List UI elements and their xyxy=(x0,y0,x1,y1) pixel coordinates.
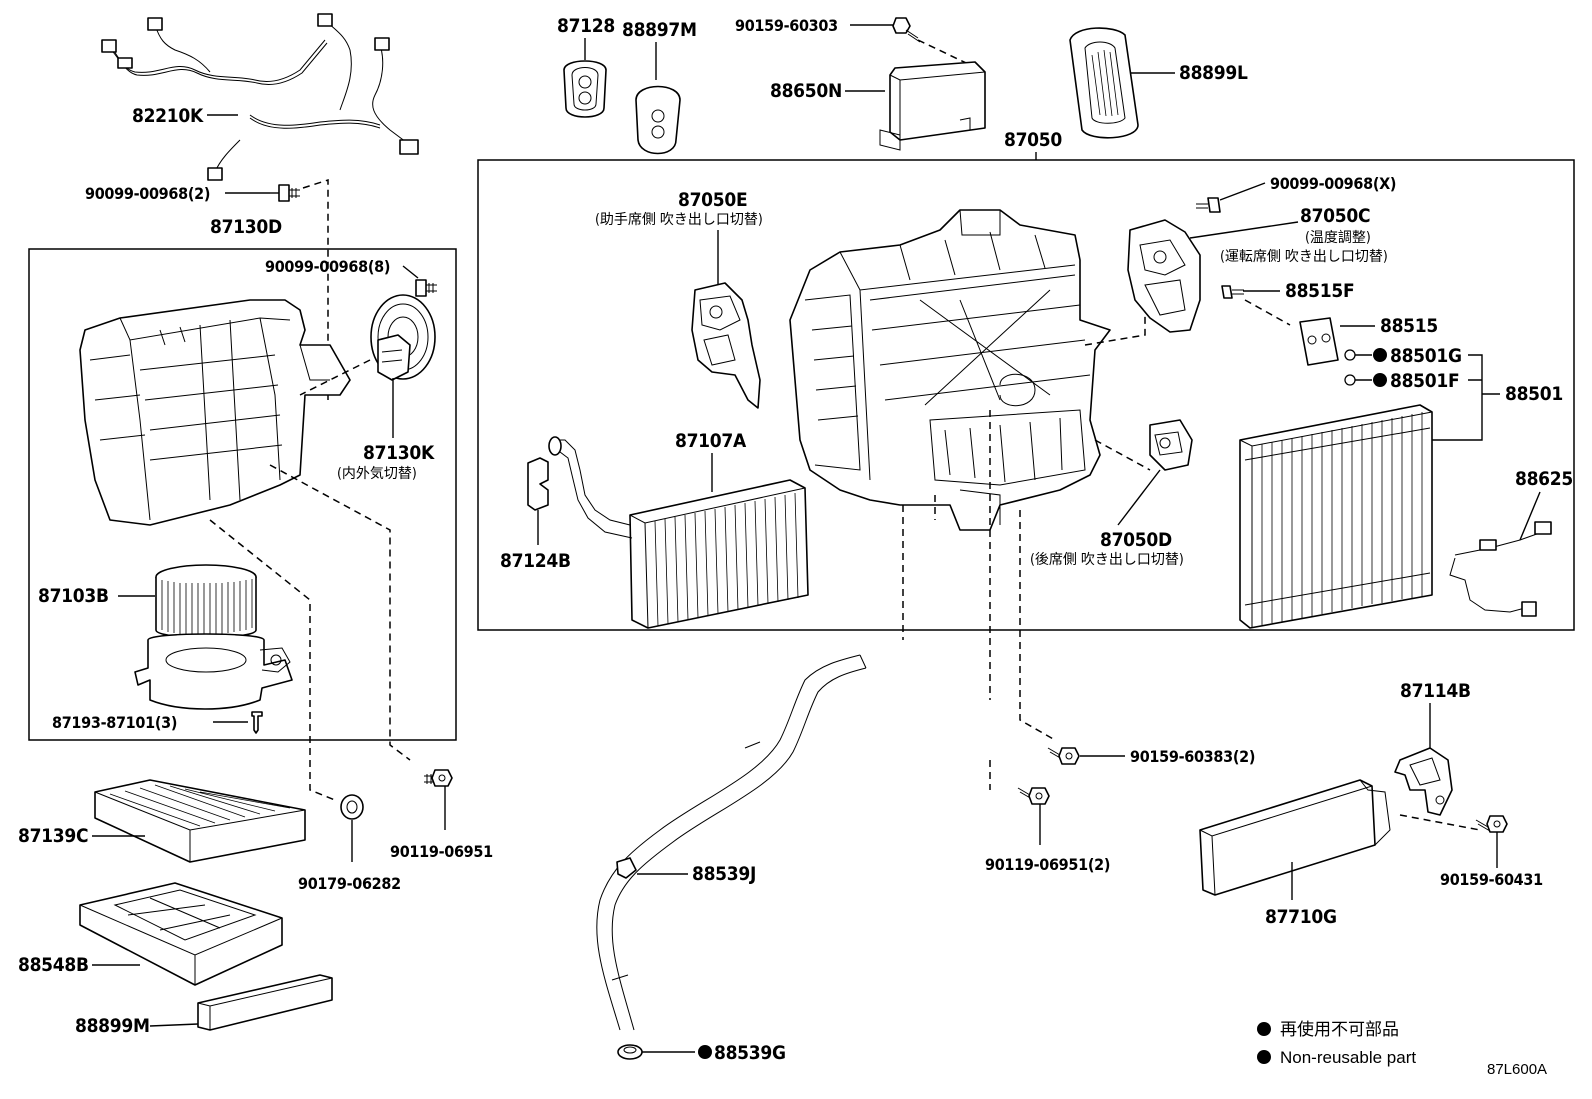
grommet-87128[interactable] xyxy=(563,60,607,118)
label-88515F: 88515F xyxy=(1285,280,1354,302)
label-88650N: 88650N xyxy=(770,80,842,102)
o-ring-88501F[interactable] xyxy=(1344,373,1387,387)
filter-cover-part[interactable] xyxy=(197,974,333,1031)
heater-87710G[interactable] xyxy=(1199,779,1391,896)
label-87050C-jp1: (温度調整) xyxy=(1305,230,1371,246)
label-88625: 88625 xyxy=(1515,468,1573,490)
screw-90099-00968-8[interactable] xyxy=(415,279,437,297)
servo-87050C[interactable] xyxy=(1127,219,1201,333)
label-90159-60303: 90159-60303 xyxy=(735,16,838,35)
label-90119-06951: 90119-06951 xyxy=(390,842,493,861)
screw-90159-60431[interactable] xyxy=(1475,815,1508,833)
legend-en: Non-reusable part xyxy=(1280,1048,1416,1067)
label-87139C: 87139C xyxy=(18,825,88,847)
clamp-87124B[interactable] xyxy=(527,457,549,511)
label-88899M: 88899M xyxy=(75,1015,150,1037)
label-90099-00968-X: 90099-00968(X) xyxy=(1270,174,1396,193)
screw-90119-06951-2[interactable] xyxy=(1017,787,1050,805)
label-90119-06951-2: 90119-06951(2) xyxy=(985,855,1110,874)
blower-case-part[interactable] xyxy=(79,299,351,526)
drain-hose-88539J[interactable] xyxy=(596,654,867,1031)
servo-87050D[interactable] xyxy=(1149,419,1193,471)
label-90159-60431: 90159-60431 xyxy=(1440,870,1543,889)
label-87050E: 87050E xyxy=(678,189,747,211)
screw-87193-87101[interactable] xyxy=(251,711,263,734)
label-88548B: 88548B xyxy=(18,954,89,976)
label-88899L: 88899L xyxy=(1179,62,1248,84)
screw-90119-06951[interactable] xyxy=(424,769,453,787)
label-87050: 87050 xyxy=(1004,129,1062,151)
label-88539J: 88539J xyxy=(692,863,756,885)
label-88501F: 88501F xyxy=(1390,370,1459,392)
expansion-valve-88515[interactable] xyxy=(1299,317,1339,366)
label-88501G: 88501G xyxy=(1390,345,1462,367)
legend-jp: 再使用不可部品 xyxy=(1280,1019,1399,1039)
label-87130K: 87130K xyxy=(363,442,435,464)
bracket-87114B[interactable] xyxy=(1394,747,1453,816)
label-82210K: 82210K xyxy=(132,105,204,127)
label-87124B: 87124B xyxy=(500,550,571,572)
label-87193-87101-3: 87193-87101(3) xyxy=(52,713,177,732)
grille-88899L[interactable] xyxy=(1069,27,1139,139)
label-88897M: 88897M xyxy=(622,19,697,41)
label-87107A: 87107A xyxy=(675,430,747,452)
o-ring-88501G[interactable] xyxy=(1344,348,1387,362)
intake-servo-motor-part[interactable] xyxy=(370,294,436,381)
label-87050D-jp: (後席側 吹き出し口切替) xyxy=(1030,552,1184,568)
label-88515: 88515 xyxy=(1380,315,1438,337)
nut-90179-06282[interactable] xyxy=(340,794,364,820)
air-conditioning-unit-frame xyxy=(477,159,1575,631)
filter-case-part[interactable] xyxy=(79,882,283,986)
hvac-unit-body[interactable] xyxy=(789,209,1111,531)
servo-87050E[interactable] xyxy=(691,282,761,409)
grommet-88897M[interactable] xyxy=(635,85,681,155)
cabin-air-filter-part[interactable] xyxy=(94,779,306,863)
label-87130D: 87130D xyxy=(210,216,282,238)
label-90099-00968-2: 90099-00968(2) xyxy=(85,184,210,203)
label-87050C-jp2: (運転席側 吹き出し口切替) xyxy=(1220,249,1388,265)
screw-90099-00968-2[interactable] xyxy=(270,184,300,202)
grommet-88539G[interactable] xyxy=(617,1044,643,1060)
label-87050E-jp: (助手席側 吹き出し口切替) xyxy=(595,212,763,228)
blower-motor-part[interactable] xyxy=(134,564,293,710)
diagram-code: 87L600A xyxy=(1487,1061,1547,1078)
label-87710G: 87710G xyxy=(1265,906,1337,928)
screw-90099-00968-X[interactable] xyxy=(1196,197,1221,213)
blower-assembly-frame xyxy=(28,248,457,741)
wire-harness-part[interactable] xyxy=(101,13,419,181)
label-87103B: 87103B xyxy=(38,585,109,607)
screw-90159-60383[interactable] xyxy=(1047,747,1080,765)
amplifier-88650N[interactable] xyxy=(879,61,986,151)
label-87130K-jp: (内外気切替) xyxy=(337,466,417,482)
legend-dot-jp xyxy=(1257,1022,1271,1036)
label-88539G: 88539G xyxy=(714,1042,786,1064)
legend-dot-en xyxy=(1257,1050,1271,1064)
label-87114B: 87114B xyxy=(1400,680,1471,702)
screw-90159-60303[interactable] xyxy=(892,17,921,43)
bolt-88515F[interactable] xyxy=(1221,285,1244,299)
label-87050D: 87050D xyxy=(1100,529,1172,551)
label-88501: 88501 xyxy=(1505,383,1563,405)
label-90159-60383-2: 90159-60383(2) xyxy=(1130,747,1255,766)
heater-core-87107A[interactable] xyxy=(548,436,809,629)
thermistor-88625[interactable] xyxy=(1449,521,1552,617)
label-90179-06282: 90179-06282 xyxy=(298,874,401,893)
label-87050C: 87050C xyxy=(1300,205,1370,227)
label-87128: 87128 xyxy=(557,15,615,37)
evaporator-88501[interactable] xyxy=(1239,404,1433,629)
label-90099-00968-8: 90099-00968(8) xyxy=(265,257,390,276)
